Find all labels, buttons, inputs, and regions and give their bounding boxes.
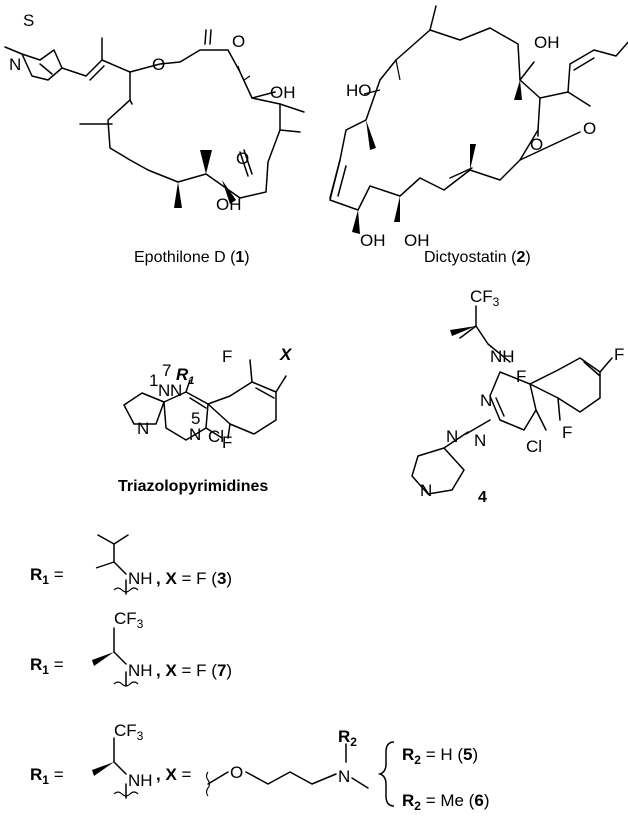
substituent-row-3: R1 = NH , X = F (3) (30, 534, 232, 595)
fluorine-atom: F (562, 423, 572, 442)
fluorine-atom: F (516, 367, 526, 386)
x-assignment: , X = F (7) (156, 661, 232, 680)
cf3-label: CF3 (114, 721, 144, 743)
ketone-oxygen-atom: O (236, 149, 249, 168)
epothilone-caption: Epothilone D (1) (134, 249, 250, 266)
nitrogen-atom: N (420, 481, 432, 500)
compound-4-caption: 4 (478, 489, 487, 506)
dictyostatin-structure: OH HO O O OH OH (329, 5, 628, 250)
hydroxyl-label: OH (534, 33, 560, 52)
r2-label: R2 (338, 727, 357, 749)
r2-option-h: R2 = H (5) (402, 745, 478, 767)
nitrogen-atom: N (189, 425, 201, 444)
lactone-oxygen-atom: O (530, 135, 543, 154)
r2-option-me: R2 = Me (6) (402, 791, 489, 813)
ring-oxygen-atom: O (152, 55, 165, 74)
nh-label: NH (128, 661, 153, 680)
ring-number-5: 5 (191, 409, 200, 428)
r1-label: R1 (176, 365, 194, 387)
nh-label: NH (490, 347, 515, 366)
cf3-label: CF3 (114, 609, 144, 631)
r1-label: R1 = (30, 765, 64, 787)
nitrogen-atom: N (474, 431, 486, 450)
ring-number-7: 7 (162, 361, 171, 380)
compound-4-structure: CF3 NH F F F N N Cl N N (411, 287, 624, 500)
nh-label: NH (128, 569, 153, 588)
hydroxyl-label: HO (346, 81, 372, 100)
nitrogen-atom: N (480, 391, 492, 410)
triazolopyrimidines-caption: Triazolopyrimidines (118, 478, 268, 495)
hydroxyl-label: OH (404, 231, 430, 250)
fluorine-atom: F (222, 433, 232, 452)
amine-nitrogen-atom: N (338, 767, 350, 786)
substituent-row-5-6: CF3 R1 = NH , X = O N R2 R2 = H (5) R2 =… (30, 721, 489, 813)
nitrogen-atom: N (446, 427, 458, 446)
nitrogen-atom: N (158, 381, 170, 400)
dictyostatin-caption: Dictyostatin (2) (424, 249, 531, 266)
nitrogen-atom: N (170, 381, 182, 400)
sulfur-atom: S (23, 11, 34, 30)
nh-label: NH (128, 771, 153, 790)
hydroxyl-label: OH (216, 195, 242, 214)
ring-number-1: 1 (149, 371, 158, 390)
carbonyl-oxygen-atom: O (232, 32, 245, 51)
nitrogen-atom: N (9, 55, 21, 74)
r1-label: R1 = (30, 655, 64, 677)
triazolopyrimidine-core: 1 N 7 N N N 5 Cl R1 F X F (123, 345, 293, 452)
hydroxyl-label: OH (270, 83, 296, 102)
fluorine-atom: F (614, 345, 624, 364)
nitrogen-atom: N (137, 419, 149, 438)
cf3-label: CF3 (470, 287, 500, 309)
substituent-row-7: CF3 R1 = NH , X = F (7) (30, 609, 232, 687)
chlorine-atom: Cl (526, 437, 542, 456)
hydroxyl-label: OH (360, 231, 386, 250)
x-assignment: , X = (156, 765, 192, 784)
x-substituent-label: X (279, 345, 293, 364)
chlorine-atom: Cl (208, 427, 224, 446)
carbonyl-oxygen-atom: O (583, 119, 596, 138)
r1-label: R1 = (30, 565, 64, 587)
ether-oxygen-atom: O (230, 763, 243, 782)
epothilone-d-structure: S N O O OH O OH (4, 11, 305, 214)
x-assignment: , X = F (3) (156, 569, 232, 588)
fluorine-atom: F (222, 347, 232, 366)
